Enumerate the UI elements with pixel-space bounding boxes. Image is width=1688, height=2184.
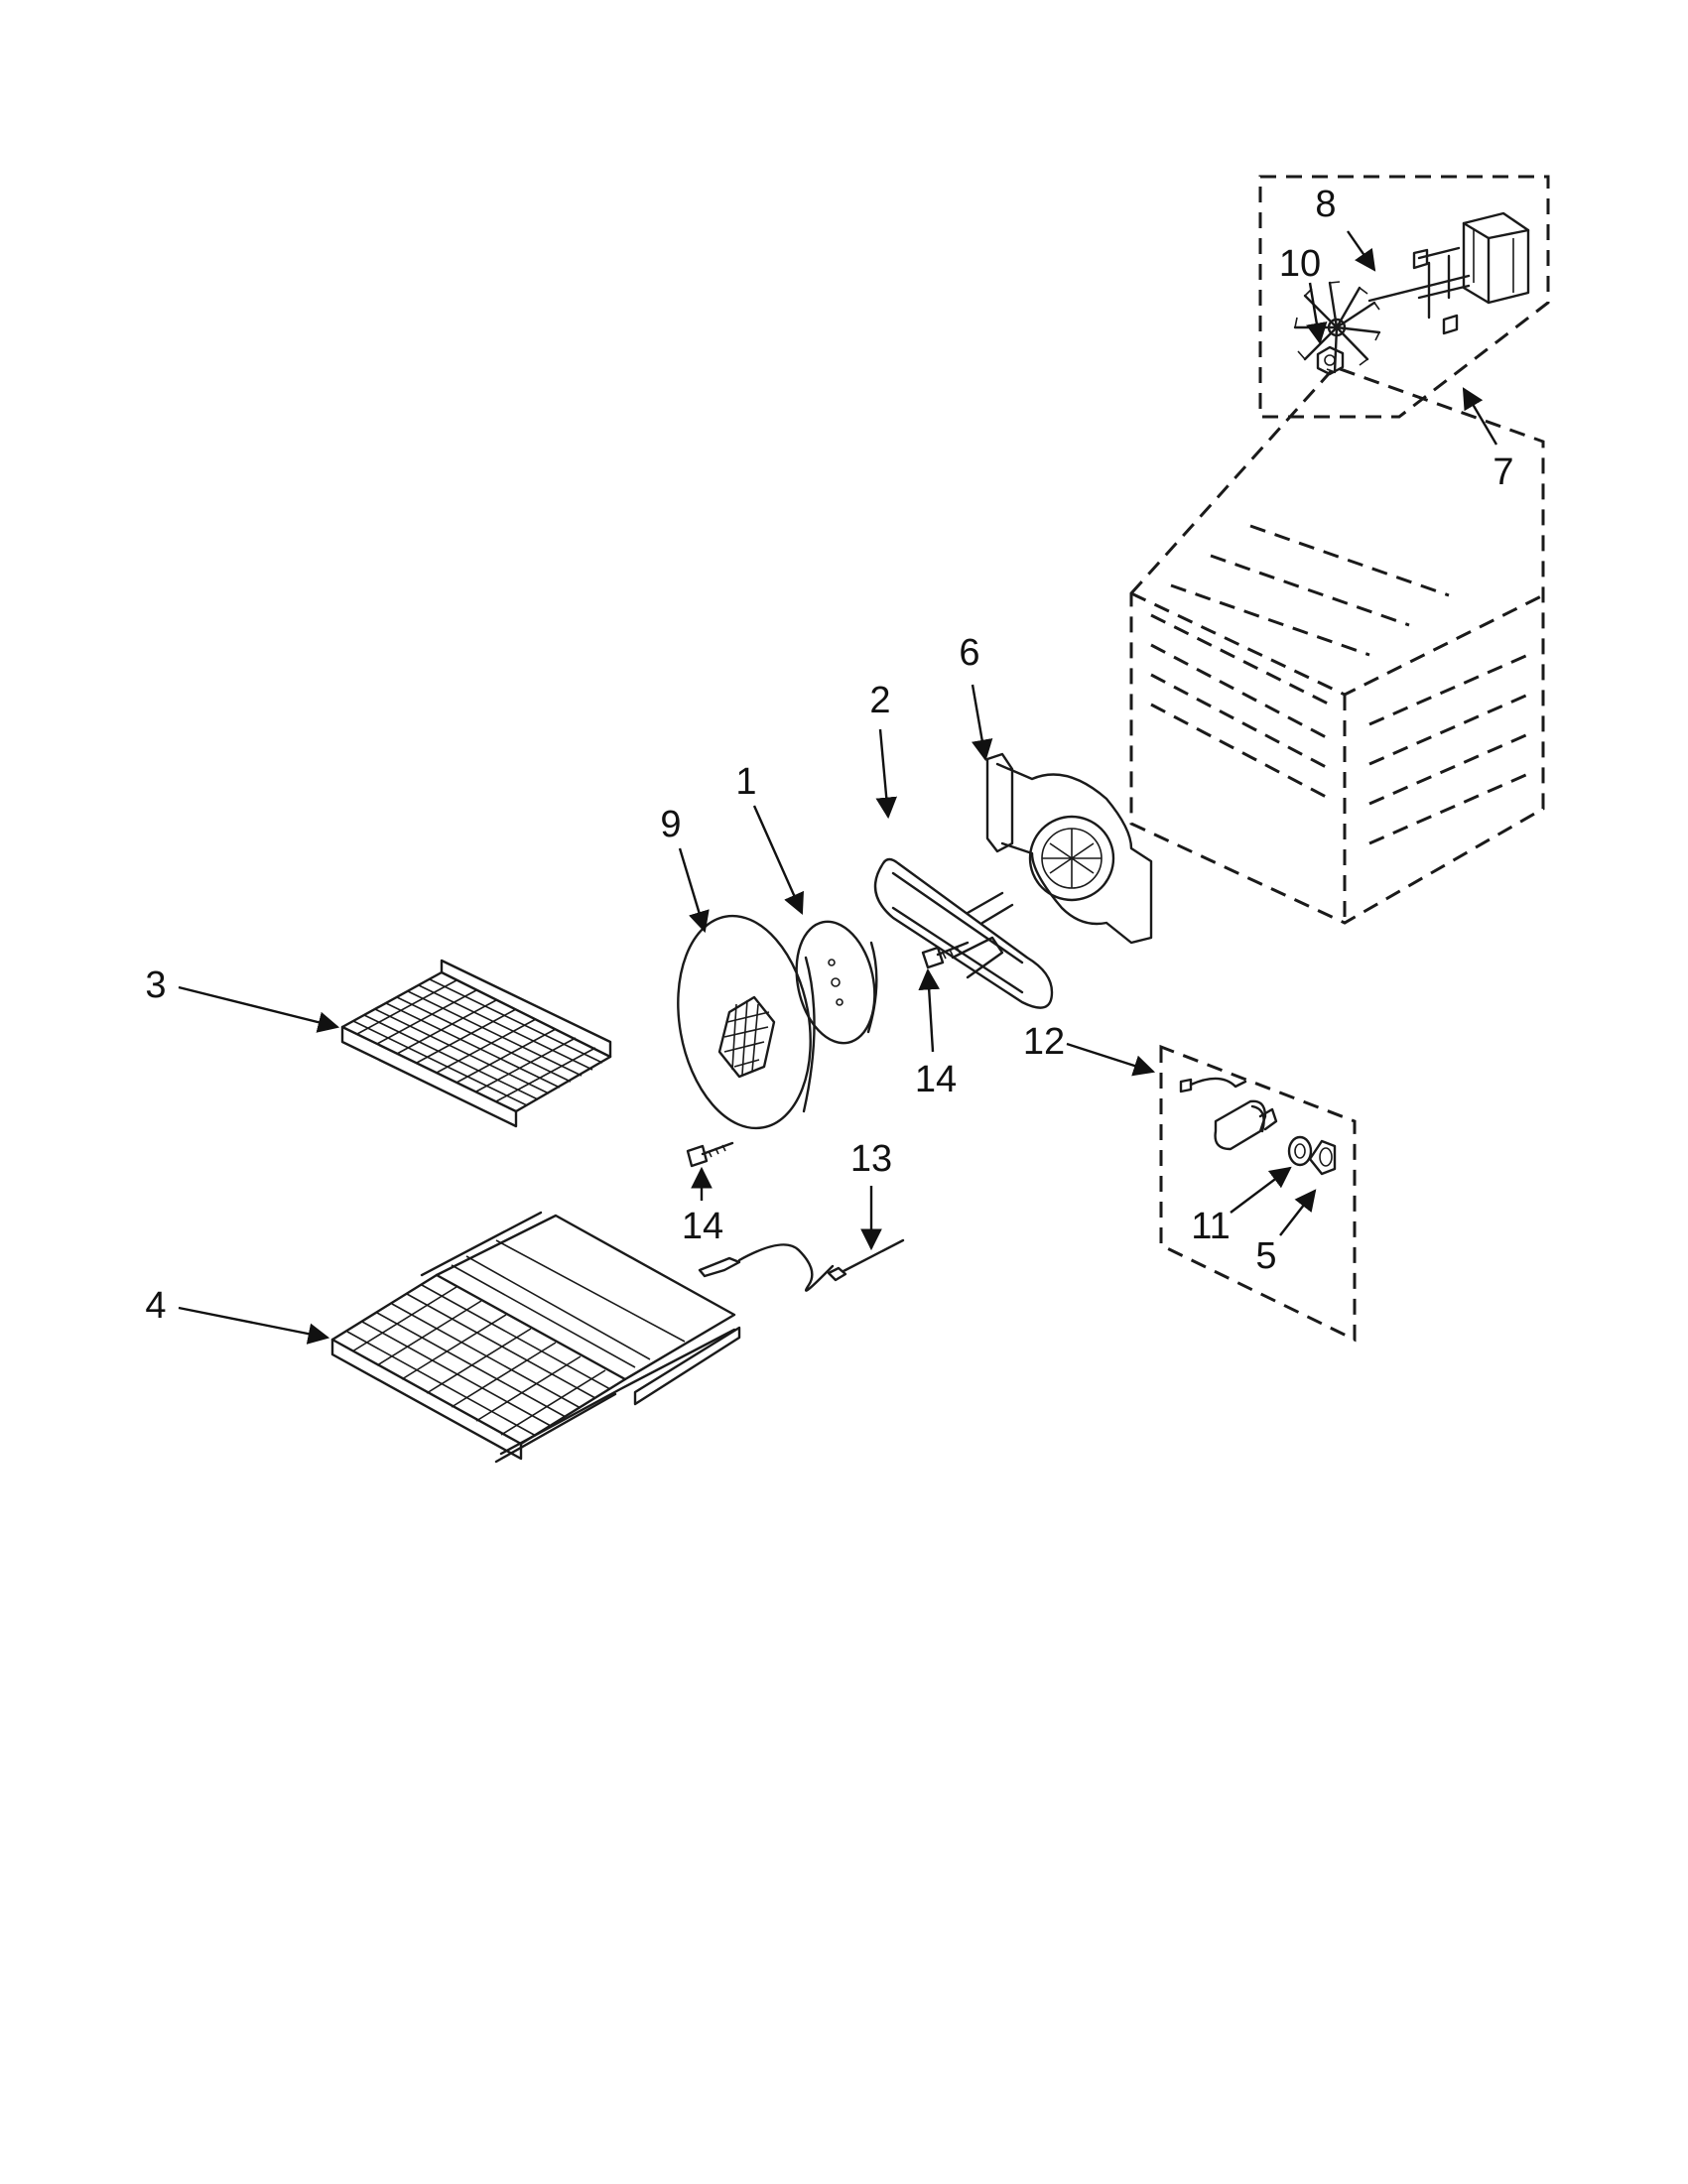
callout-3: 3 bbox=[145, 964, 166, 1006]
callout-4: 4 bbox=[145, 1285, 166, 1327]
meat-probe bbox=[698, 1238, 905, 1292]
extension-rack bbox=[330, 1211, 741, 1464]
callout-2: 2 bbox=[869, 680, 890, 721]
leader-lines bbox=[178, 230, 1498, 1345]
callout-11: 11 bbox=[1191, 1206, 1230, 1247]
screw-lower bbox=[686, 1141, 734, 1168]
callout-6: 6 bbox=[959, 632, 979, 674]
fan-blade bbox=[1293, 281, 1381, 374]
callout-labels: 8 10 7 6 2 1 9 3 14 12 13 14 4 11 5 bbox=[145, 184, 1513, 1327]
rear-panel-cover bbox=[677, 914, 816, 1130]
callout-8: 8 bbox=[1315, 184, 1336, 225]
light-assembly-group bbox=[1159, 1044, 1357, 1343]
callout-14-upper: 14 bbox=[915, 1059, 957, 1100]
callout-9: 9 bbox=[660, 804, 681, 845]
oven-rack bbox=[340, 959, 612, 1128]
hex-nut bbox=[1316, 345, 1345, 376]
callout-5: 5 bbox=[1255, 1235, 1276, 1277]
light-gasket bbox=[1287, 1135, 1313, 1167]
callout-10: 10 bbox=[1279, 243, 1321, 285]
fan-cover-disc bbox=[795, 920, 878, 1045]
oven-cavity bbox=[1129, 365, 1545, 925]
callout-12: 12 bbox=[1023, 1021, 1065, 1063]
light-lens bbox=[1308, 1139, 1337, 1176]
oven-light-socket bbox=[1179, 1077, 1278, 1151]
fan-baffle bbox=[985, 752, 1153, 945]
callout-13: 13 bbox=[850, 1138, 892, 1180]
screw-upper bbox=[921, 941, 970, 969]
callout-14-lower: 14 bbox=[682, 1206, 723, 1247]
heating-element bbox=[873, 857, 1054, 1009]
convection-motor bbox=[1367, 211, 1530, 335]
callout-1: 1 bbox=[735, 761, 756, 803]
motor-assembly-group bbox=[1258, 175, 1550, 419]
callout-7: 7 bbox=[1493, 451, 1513, 493]
